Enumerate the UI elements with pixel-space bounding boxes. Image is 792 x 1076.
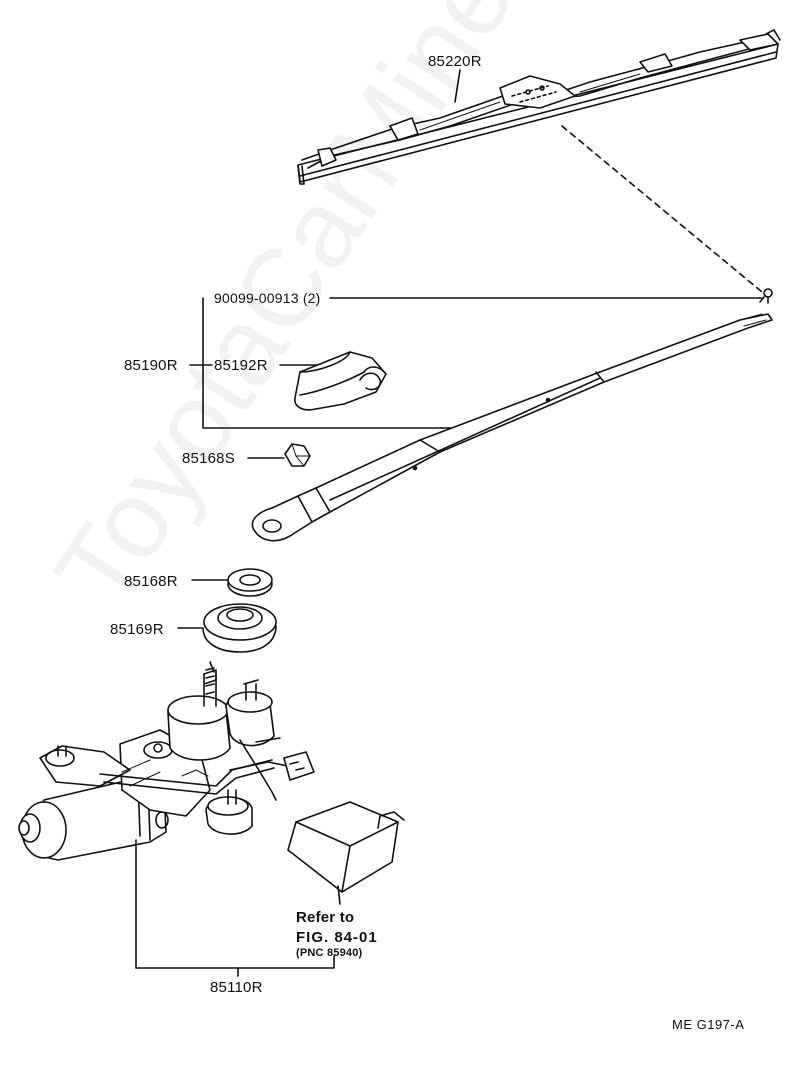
refer-to-label: Refer to: [296, 909, 355, 926]
label-90099-00913: 90099-00913 (2): [214, 290, 321, 306]
relay-leader: [338, 886, 340, 904]
label-85168S: 85168S: [182, 450, 235, 467]
wiper-motor-drawing: [19, 662, 314, 860]
relay-drawing: [288, 802, 404, 892]
label-85220R: 85220R: [428, 53, 482, 70]
label-85190R: 85190R: [124, 357, 178, 374]
label-85169R: 85169R: [110, 621, 164, 638]
label-85192R: 85192R: [214, 357, 268, 374]
arm-group-bracket: [203, 298, 452, 428]
cap-drawing: [295, 352, 386, 410]
figure-code: ME G197-A: [672, 1017, 745, 1032]
wiper-blade-drawing: [298, 30, 780, 184]
refer-fig-label: FIG. 84-01: [296, 929, 378, 946]
seal-drawing: [203, 604, 276, 652]
nut-drawing: [285, 444, 310, 466]
label-85168R: 85168R: [124, 573, 178, 590]
refer-pnc-label: (PNC 85940): [296, 947, 363, 959]
blade-dashed-line: [562, 126, 762, 292]
screw-drawing: [760, 289, 772, 303]
wiper-arm-drawing: [252, 314, 772, 541]
blade-leader: [455, 70, 460, 102]
label-85110R: 85110R: [210, 979, 263, 996]
washer-drawing: [228, 569, 272, 596]
motor-group-bracket: [136, 840, 334, 968]
